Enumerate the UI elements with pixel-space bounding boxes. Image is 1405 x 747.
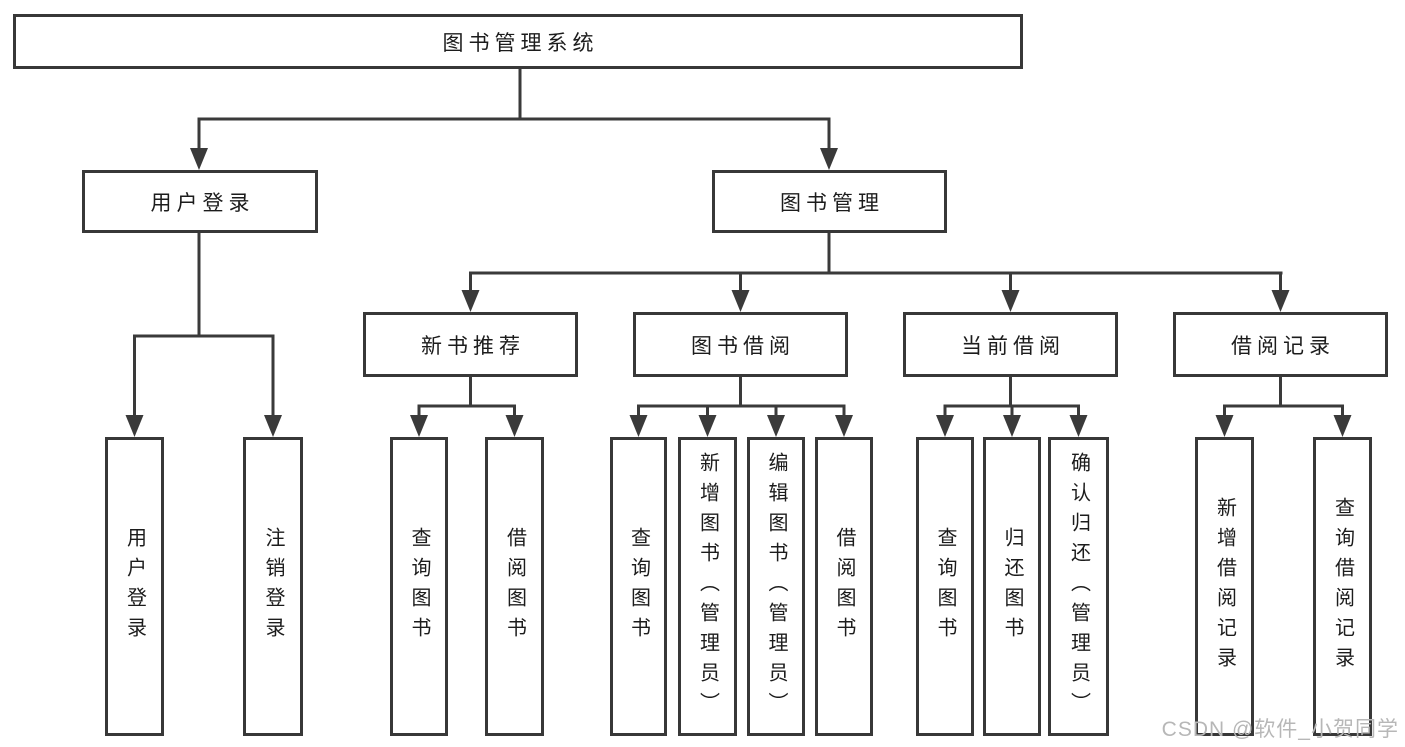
leaf-edit-books-admin-label: 编辑图书（管理员） <box>765 451 787 722</box>
leaf-edit-books-admin: 编辑图书（管理员） <box>747 437 805 736</box>
leaf-confirm-return-admin-label: 确认归还（管理员） <box>1067 451 1090 722</box>
leaf-borrow-books-borrowing: 借阅图书 <box>815 437 873 736</box>
leaf-return-books-label: 归还图书 <box>1001 526 1023 647</box>
leaf-user-login-label: 用户登录 <box>123 526 146 647</box>
leaf-return-books: 归还图书 <box>983 437 1041 736</box>
leaf-logout-label: 注销登录 <box>262 526 284 647</box>
leaf-logout: 注销登录 <box>243 437 303 736</box>
leaf-borrow-books-borrowing-label: 借阅图书 <box>833 526 855 647</box>
leaf-query-books-borrowing: 查询图书 <box>610 437 667 736</box>
connector-root-to-level2 <box>190 69 838 170</box>
connector-book-borrowing-to-leaves <box>629 377 853 437</box>
leaf-add-books-admin-label: 新增图书（管理员） <box>696 451 719 722</box>
node-book-borrowing: 图书借阅 <box>633 312 848 377</box>
leaf-user-login: 用户登录 <box>105 437 164 736</box>
node-borrow-records: 借阅记录 <box>1173 312 1388 377</box>
node-borrow-records-label: 借阅记录 <box>1231 334 1335 358</box>
connector-book-mgmt-to-level3 <box>461 233 1290 312</box>
leaf-query-books-recommend: 查询图书 <box>390 437 448 736</box>
leaf-query-books-borrowing-label: 查询图书 <box>627 526 650 647</box>
connector-user-login-to-leaves <box>125 233 282 437</box>
leaf-query-borrow-record-label: 查询借阅记录 <box>1331 496 1354 677</box>
node-book-borrowing-label: 图书借阅 <box>691 334 795 358</box>
leaf-query-borrow-record: 查询借阅记录 <box>1313 437 1372 736</box>
connector-current-borrowing-to-leaves <box>936 377 1088 437</box>
leaf-query-books-current: 查询图书 <box>916 437 974 736</box>
node-current-borrowing: 当前借阅 <box>903 312 1118 377</box>
node-library-system: 图书管理系统 <box>13 14 1023 69</box>
leaf-query-books-recommend-label: 查询图书 <box>408 526 430 647</box>
node-user-login-label: 用户登录 <box>150 191 255 215</box>
node-user-login: 用户登录 <box>82 170 318 233</box>
watermark: CSDN @软件_小贺同学 <box>1161 718 1399 741</box>
leaf-add-borrow-record-label: 新增借阅记录 <box>1213 496 1236 677</box>
connector-borrow-records-to-leaves <box>1215 377 1352 437</box>
leaf-borrow-books-recommend: 借阅图书 <box>485 437 544 736</box>
node-book-management: 图书管理 <box>712 170 947 233</box>
node-new-book-recommend: 新书推荐 <box>363 312 578 377</box>
leaf-query-books-current-label: 查询图书 <box>934 526 956 647</box>
node-library-system-label: 图书管理系统 <box>442 31 599 55</box>
node-new-book-recommend-label: 新书推荐 <box>421 334 525 358</box>
leaf-borrow-books-recommend-label: 借阅图书 <box>503 526 526 647</box>
leaf-add-books-admin: 新增图书（管理员） <box>678 437 737 736</box>
connector-new-book-recommend-to-leaves <box>410 377 524 437</box>
leaf-add-borrow-record: 新增借阅记录 <box>1195 437 1254 736</box>
leaf-confirm-return-admin: 确认归还（管理员） <box>1048 437 1109 736</box>
node-current-borrowing-label: 当前借阅 <box>961 334 1065 358</box>
node-book-management-label: 图书管理 <box>780 191 884 215</box>
